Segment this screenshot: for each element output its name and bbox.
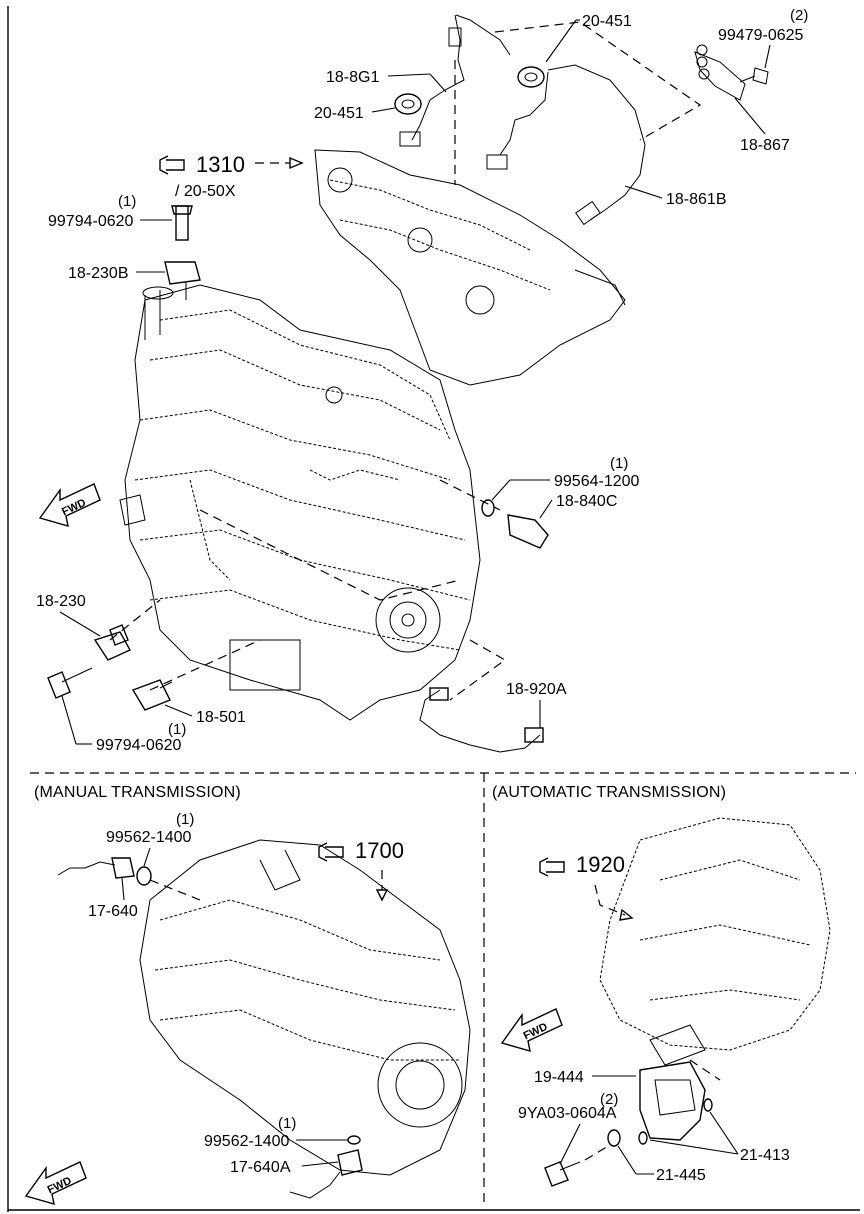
engine-block-illustration bbox=[119, 284, 481, 721]
bolt-99794-0620-bottom bbox=[47, 667, 93, 699]
bracket-18-867 bbox=[694, 44, 746, 101]
part-label-99794-0620-top: 99794-0620 bbox=[48, 213, 134, 230]
qty-label-99794-top: (1) bbox=[118, 193, 136, 210]
ref-20-50x-label: / 20-50X bbox=[175, 183, 236, 200]
fwd-label: FWD bbox=[522, 1021, 550, 1042]
part-label-17-640: 17-640 bbox=[88, 903, 138, 920]
exhaust-manifold-illustration bbox=[314, 149, 626, 386]
part-label-18-861b: 18-861B bbox=[666, 191, 727, 208]
sensor-18-840c bbox=[439, 479, 549, 549]
ref-1310: 1310 / 20-50X bbox=[159, 152, 304, 200]
bolt-9ya03-0604a bbox=[544, 1144, 611, 1187]
fwd-label: FWD bbox=[60, 497, 88, 518]
part-label-99562-1400-top: 99562-1400 bbox=[106, 829, 192, 846]
ref-1310-label: 1310 bbox=[196, 152, 245, 177]
qty-label-18-501: (1) bbox=[168, 721, 186, 738]
reference-book-icon bbox=[539, 857, 565, 877]
nut-20-451-top bbox=[517, 66, 545, 88]
part-label-18-867: 18-867 bbox=[740, 137, 790, 154]
part-label-21-445: 21-445 bbox=[656, 1167, 706, 1184]
nut-20-451-left bbox=[394, 93, 422, 115]
part-label-17-640a: 17-640A bbox=[230, 1159, 291, 1176]
bolt-99479-0625 bbox=[739, 67, 769, 85]
part-label-21-413: 21-413 bbox=[740, 1147, 790, 1164]
fwd-label: FWD bbox=[46, 1175, 74, 1196]
ref-1700-label: 1700 bbox=[355, 838, 404, 863]
section-label-automatic: (AUTOMATIC TRANSMISSION) bbox=[492, 784, 726, 801]
ref-1700: 1700 bbox=[318, 838, 404, 902]
part-label-18-8g1: 18-8G1 bbox=[326, 69, 379, 86]
part-label-20-451-top: 20-451 bbox=[582, 13, 632, 30]
washer-21-445 bbox=[607, 1129, 621, 1147]
part-label-9ya03-0604a: 9YA03-0604A bbox=[518, 1105, 617, 1122]
engine-dashed-guides bbox=[109, 509, 461, 691]
ref-1920-label: 1920 bbox=[576, 852, 625, 877]
qty-label-9ya03: (2) bbox=[600, 1091, 618, 1108]
part-label-19-444: 19-444 bbox=[534, 1069, 584, 1086]
fwd-arrow-manual: FWD bbox=[24, 1161, 87, 1205]
reference-book-icon bbox=[318, 842, 344, 862]
part-label-18-920a: 18-920A bbox=[506, 681, 567, 698]
cam-sensor-18-230b bbox=[164, 205, 201, 300]
qty-label-99562-top: (1) bbox=[176, 811, 194, 828]
sensor-19-444 bbox=[638, 1059, 721, 1145]
oxygen-sensor-18-861b bbox=[486, 64, 646, 226]
fwd-arrow-engine: FWD bbox=[38, 483, 101, 527]
manual-transmission-illustration bbox=[139, 839, 471, 1176]
oxygen-sensor-18-8g1 bbox=[399, 14, 511, 147]
part-label-99794-0620-bottom: 99794-0620 bbox=[96, 737, 182, 754]
top-dashed-outline bbox=[454, 21, 702, 185]
crank-sensor-18-230 bbox=[93, 624, 131, 661]
part-label-18-501: 18-501 bbox=[196, 709, 246, 726]
sensor-18-501 bbox=[131, 679, 173, 711]
part-label-18-230b: 18-230B bbox=[68, 265, 129, 282]
reference-book-icon bbox=[159, 155, 185, 175]
part-label-99562-1400-bottom: 99562-1400 bbox=[204, 1133, 290, 1150]
sensor-18-920a bbox=[419, 639, 544, 753]
part-label-99479-0625: 99479-0625 bbox=[718, 27, 804, 44]
qty-label-99564: (1) bbox=[610, 455, 628, 472]
part-label-18-840c: 18-840C bbox=[556, 493, 617, 510]
fwd-arrow-automatic: FWD bbox=[500, 1008, 563, 1052]
part-label-20-451-left: 20-451 bbox=[314, 105, 364, 122]
diagram-frame bbox=[7, 6, 860, 1212]
part-label-99564-1200: 99564-1200 bbox=[554, 473, 640, 490]
switch-17-640a bbox=[289, 1135, 363, 1199]
ref-1920: 1920 bbox=[539, 852, 634, 921]
qty-label-99562-bottom: (1) bbox=[278, 1115, 296, 1132]
qty-label-99479: (2) bbox=[790, 7, 808, 24]
part-label-18-230: 18-230 bbox=[36, 593, 86, 610]
section-dividers bbox=[30, 772, 856, 1208]
section-label-manual: (MANUAL TRANSMISSION) bbox=[34, 784, 241, 801]
switch-17-640 bbox=[57, 857, 201, 901]
automatic-transmission-illustration bbox=[599, 817, 831, 1066]
